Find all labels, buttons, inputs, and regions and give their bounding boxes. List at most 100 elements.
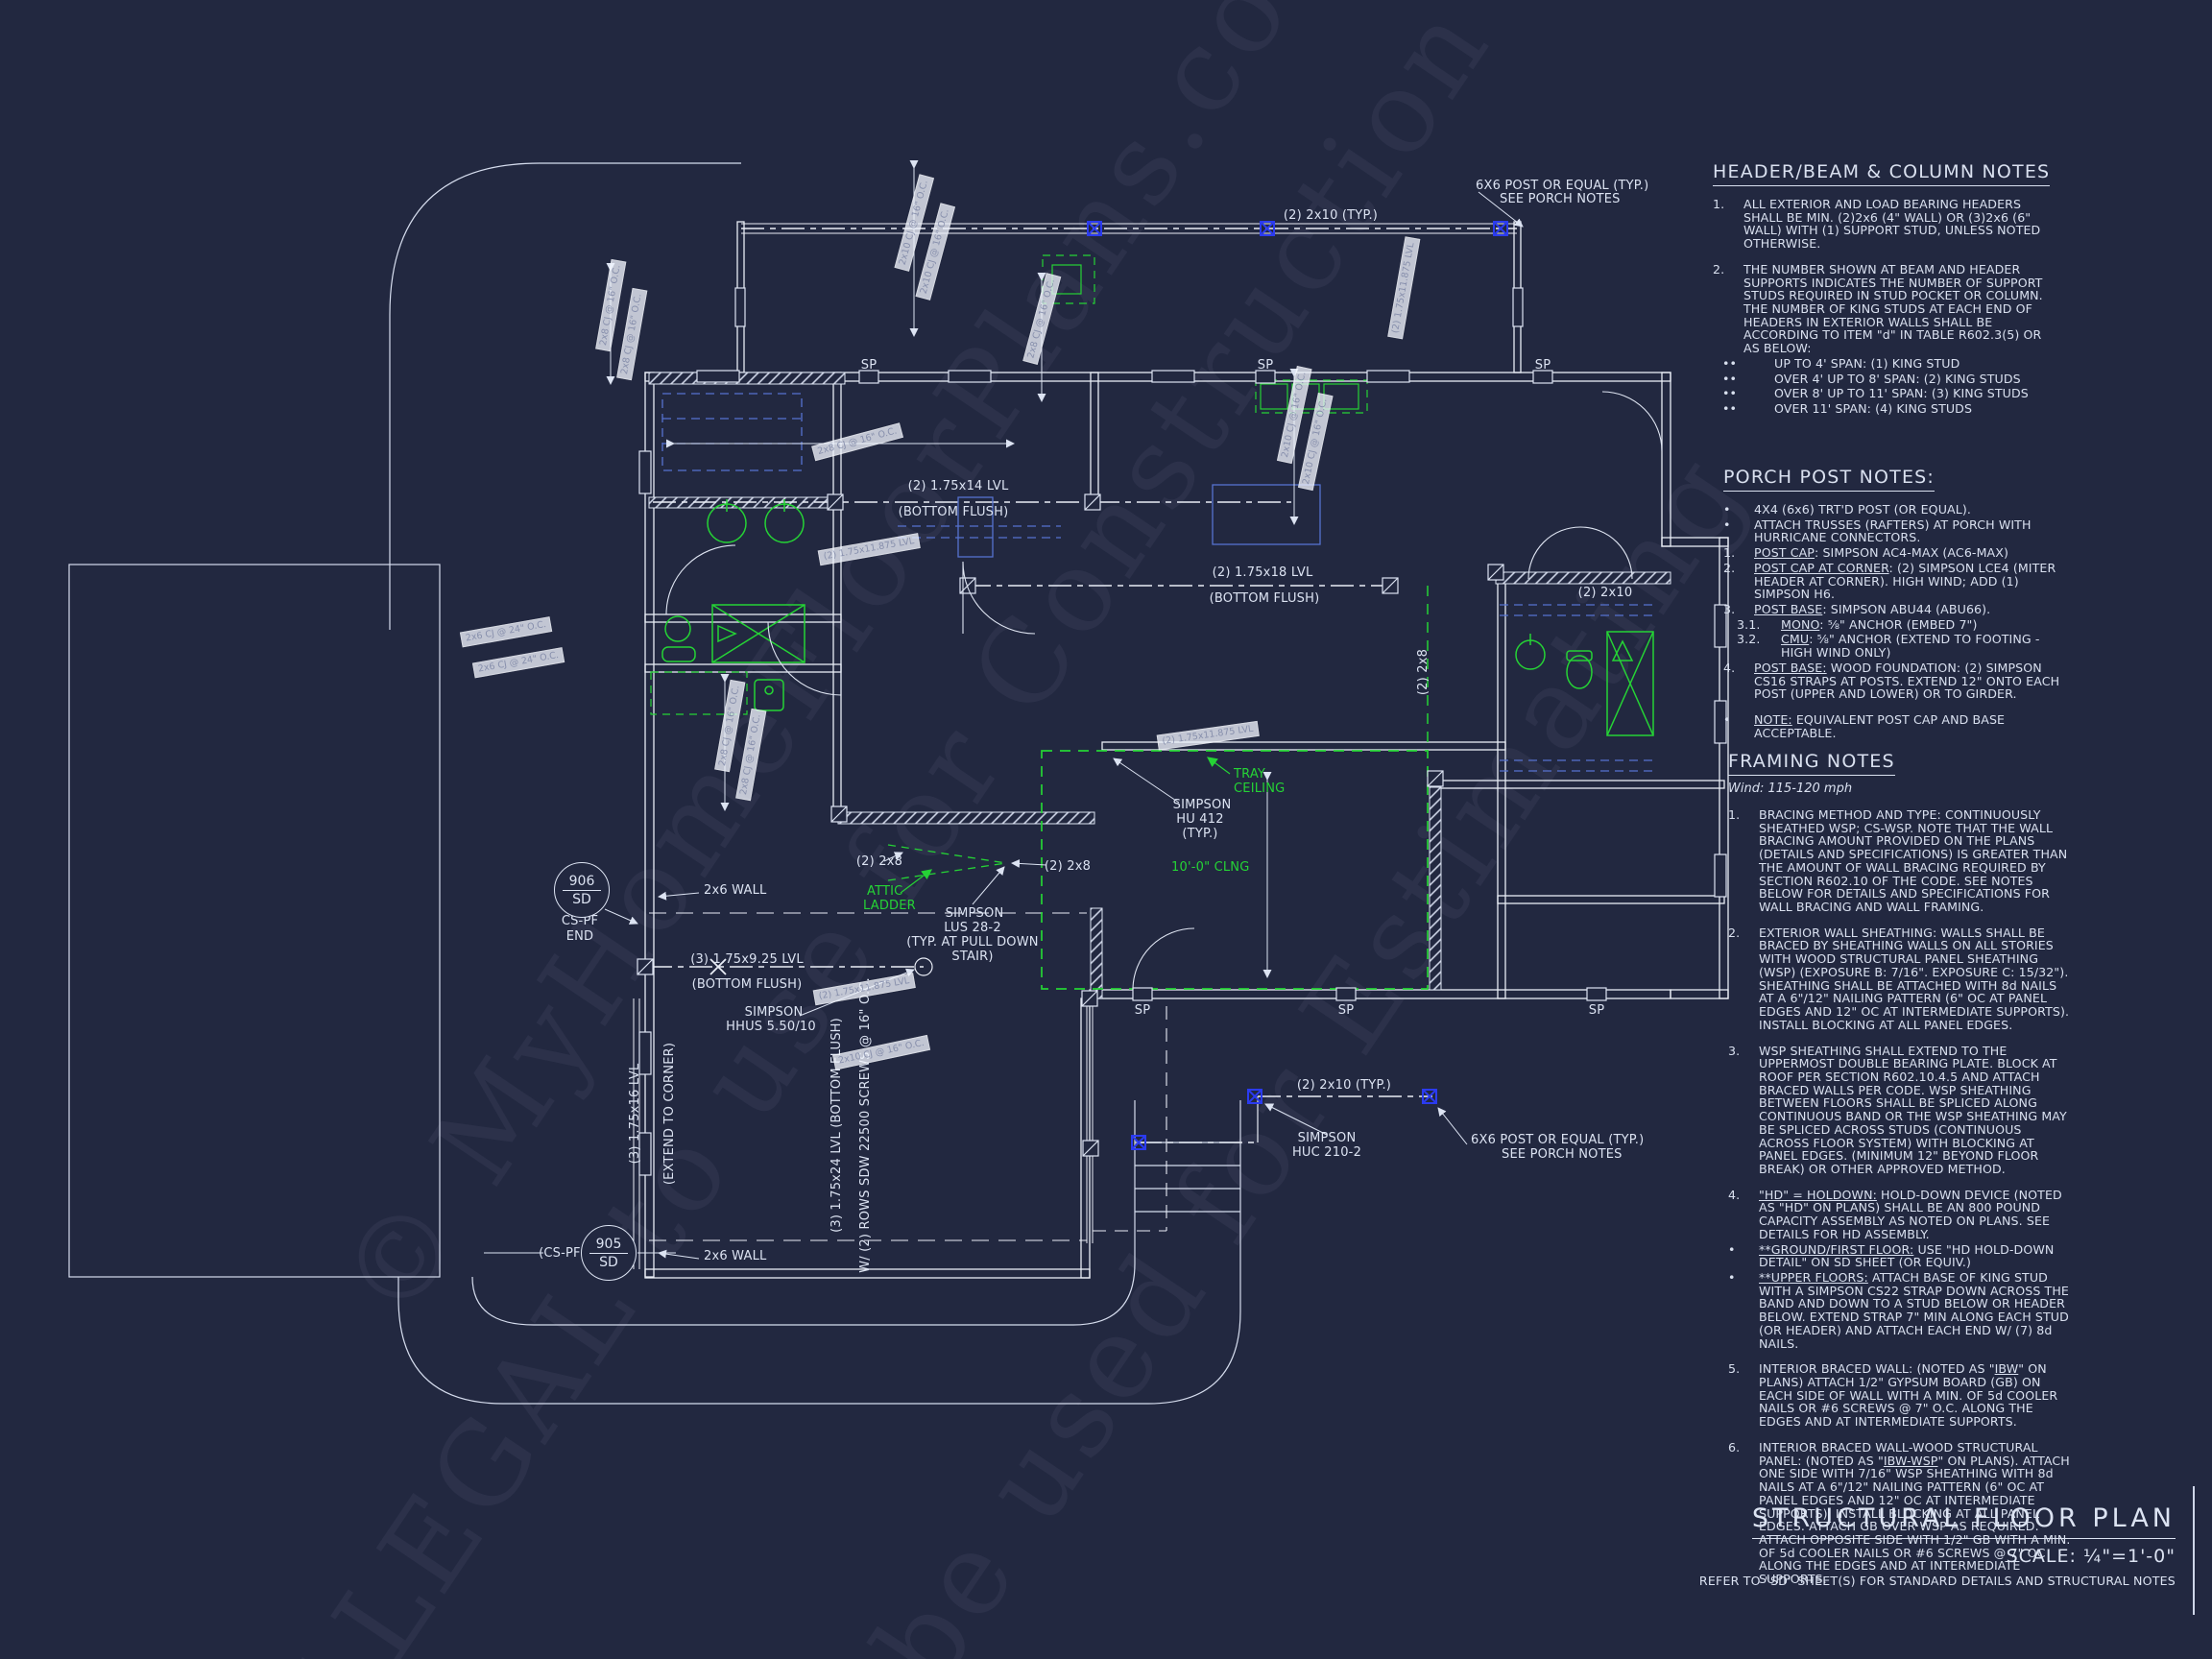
sheet-scale: SCALE: ¼"=1'-0" <box>2006 1546 2176 1567</box>
plan-label: SP <box>1337 1003 1355 1018</box>
note-item: ••OVER 8' UP TO 11' SPAN: (3) KING STUDS <box>1722 386 2029 401</box>
plan-label: (3) 1.75x16 LVL <box>628 1063 643 1165</box>
dimension-arrows <box>606 160 1299 978</box>
note-item: •**GROUND/FIRST FLOOR: USE "HD HOLD-DOWN… <box>1728 1241 2055 1270</box>
plan-label: (BOTTOM FLUSH) <box>1209 591 1320 606</box>
leader-lines <box>484 191 1524 1260</box>
note-item: 1.POST CAP: SIMPSON AC4-MAX (AC6-MAX) <box>1723 545 2008 561</box>
plan-label: (2) 2x10 (TYP.) <box>1296 1078 1392 1093</box>
plan-label: SP <box>860 358 878 373</box>
plan-label: (2) 2x10 (TYP.) <box>1283 208 1379 223</box>
door-arcs <box>665 391 1663 991</box>
plan-label: (2) 1.75x14 LVL <box>907 479 1009 493</box>
plan-label: SIMPSON <box>744 1005 804 1020</box>
note-item: ••OVER 11' SPAN: (4) KING STUDS <box>1722 401 1973 417</box>
patio-outlines <box>68 162 1241 1405</box>
plan-label: (2) 1.75x18 LVL <box>1212 565 1313 580</box>
plan-label: 2x6 WALL <box>704 1249 767 1263</box>
plan-label: 2x6 WALL <box>704 883 767 898</box>
plan-label: STAIR) <box>951 950 994 964</box>
plan-label: SIMPSON <box>1172 798 1232 812</box>
plan-label: 6X6 POST OR EQUAL (TYP.) <box>1476 179 1649 193</box>
connector-squares <box>637 493 1504 1157</box>
plan-label: 6X6 POST OR EQUAL (TYP.) <box>1471 1133 1645 1147</box>
detail-sheet: SD <box>599 1254 618 1270</box>
note-item: •**UPPER FLOORS: ATTACH BASE OF KING STU… <box>1728 1270 2069 1351</box>
plan-label: HU 412 <box>1176 812 1224 827</box>
porch-notes-list: •4X4 (6x6) TRT'D POST (OR EQUAL).•ATTACH… <box>1723 503 2069 740</box>
hatched-walls <box>648 372 1671 999</box>
sheet-border-line <box>2193 1486 2195 1615</box>
header-notes-title: HEADER/BEAM & COLUMN NOTES <box>1713 161 2051 186</box>
plan-label: HHUS 5.50/10 <box>726 1020 816 1034</box>
plan-label: (3) 1.75x24 LVL (BOTTOM FLUSH) <box>830 1018 845 1233</box>
plan-label: (EXTEND TO CORNER) <box>662 1042 678 1186</box>
note-item: 2.THE NUMBER SHOWN AT BEAM AND HEADER SU… <box>1713 261 2043 356</box>
note-item: 2.POST CAP AT CORNER: (2) SIMPSON LCE4 (… <box>1723 560 2056 602</box>
plan-label: TRAY <box>1234 767 1266 781</box>
framing-notes-list: 1.BRACING METHOD AND TYPE: CONTINUOUSLY … <box>1728 808 2074 1586</box>
windows <box>638 287 1727 1176</box>
plan-label: (TYP.) <box>1182 827 1218 841</box>
plan-label: (2) 2x8 <box>1416 648 1431 696</box>
green-fixtures <box>650 254 1654 990</box>
beams <box>633 223 1517 1269</box>
note-item: ••UP TO 4' SPAN: (1) KING STUD <box>1722 355 1960 371</box>
note-item: 4."HD" = HOLDOWN: HOLD-DOWN DEVICE (NOTE… <box>1728 1187 2062 1241</box>
plan-label: END <box>565 929 594 944</box>
plan-label: LADDER <box>863 899 916 913</box>
plan-label: SIMPSON <box>945 906 1004 921</box>
note-item: 3.POST BASE: SIMPSON ABU44 (ABU66). <box>1723 602 1991 617</box>
detail-sheet: SD <box>572 891 591 907</box>
note-item: ••OVER 4' UP TO 8' SPAN: (2) KING STUDS <box>1722 371 2021 386</box>
note-item: 3.WSP SHEATHING SHALL EXTEND TO THE UPPE… <box>1728 1043 2067 1176</box>
detail-number: 905 <box>589 1237 629 1254</box>
plan-label: HUC 210-2 <box>1291 1145 1362 1160</box>
plan-label: SP <box>1134 1003 1151 1018</box>
note-item: 6.INTERIOR BRACED WALL-WOOD STRUCTURAL P… <box>1728 1439 2071 1587</box>
plan-label: (CS-PF) <box>539 1246 586 1261</box>
plan-label: (BOTTOM FLUSH) <box>898 505 1009 519</box>
detail-number: 906 <box>562 874 602 891</box>
plan-label: CS-PF <box>561 914 599 928</box>
plan-label: CEILING <box>1234 781 1286 796</box>
porch-post-notes: PORCH POST NOTES: •4X4 (6x6) TRT'D POST … <box>1723 467 2069 740</box>
header-notes-list: 1.ALL EXTERIOR AND LOAD BEARING HEADERS … <box>1713 198 2058 416</box>
plan-label: (3) 1.75x9.25 LVL <box>690 952 804 967</box>
note-item: •NOTE: EQUIVALENT POST CAP AND BASE ACCE… <box>1723 712 2006 740</box>
note-item: 3.2.CMU: ⅝" ANCHOR (EXTEND TO FOOTING - … <box>1737 632 2040 661</box>
plan-label: SP <box>1588 1003 1605 1018</box>
title-block: STRUCTURAL FLOOR PLAN SCALE: ¼"=1'-0" RE… <box>1699 1503 2176 1588</box>
plan-label: SP <box>1534 358 1551 373</box>
framing-notes-title: FRAMING NOTES <box>1728 751 1895 776</box>
plan-label: ATTIC <box>867 884 903 899</box>
note-item: 1.ALL EXTERIOR AND LOAD BEARING HEADERS … <box>1713 197 2041 252</box>
sheet-title: STRUCTURAL FLOOR PLAN <box>1751 1503 2176 1539</box>
framing-notes-wind: Wind: 115-120 mph <box>1728 781 1853 796</box>
note-item: 5.INTERIOR BRACED WALL: (NOTED AS "IBW" … <box>1728 1361 2058 1430</box>
note-item: 4.POST BASE: WOOD FOUNDATION: (2) SIMPSO… <box>1723 660 2060 702</box>
plan-label: (2) 2x8 <box>1044 859 1092 874</box>
note-item: •4X4 (6x6) TRT'D POST (OR EQUAL). <box>1723 502 1971 517</box>
plan-label: LUS 28-2 <box>944 921 1001 935</box>
plan-label: (BOTTOM FLUSH) <box>691 977 803 992</box>
plan-label: (2) 2x8 <box>855 854 903 869</box>
plan-label: SP <box>1257 358 1274 373</box>
plan-label: (2) 2x10 <box>1577 586 1633 600</box>
plan-label: SEE PORCH NOTES <box>1500 192 1621 206</box>
note-item: 1.BRACING METHOD AND TYPE: CONTINUOUSLY … <box>1728 807 2068 915</box>
note-item: 3.1.MONO: ⅝" ANCHOR (EMBED 7") <box>1737 616 1978 632</box>
note-item: 2.EXTERIOR WALL SHEATHING: WALLS SHALL B… <box>1728 925 2070 1032</box>
plan-label: SEE PORCH NOTES <box>1502 1147 1623 1162</box>
porch-notes-title: PORCH POST NOTES: <box>1723 467 1936 492</box>
header-beam-column-notes: HEADER/BEAM & COLUMN NOTES 1.ALL EXTERIO… <box>1713 161 2058 416</box>
post-markers <box>1087 221 1508 1150</box>
framing-notes: FRAMING NOTES Wind: 115-120 mph 1.BRACIN… <box>1728 751 2074 1586</box>
plan-label: SIMPSON <box>1297 1131 1357 1145</box>
sheet-reference-note: REFER TO "SD" SHEET(S) FOR STANDARD DETA… <box>1698 1574 2176 1588</box>
plan-label: (TYP. AT PULL DOWN <box>906 935 1039 950</box>
